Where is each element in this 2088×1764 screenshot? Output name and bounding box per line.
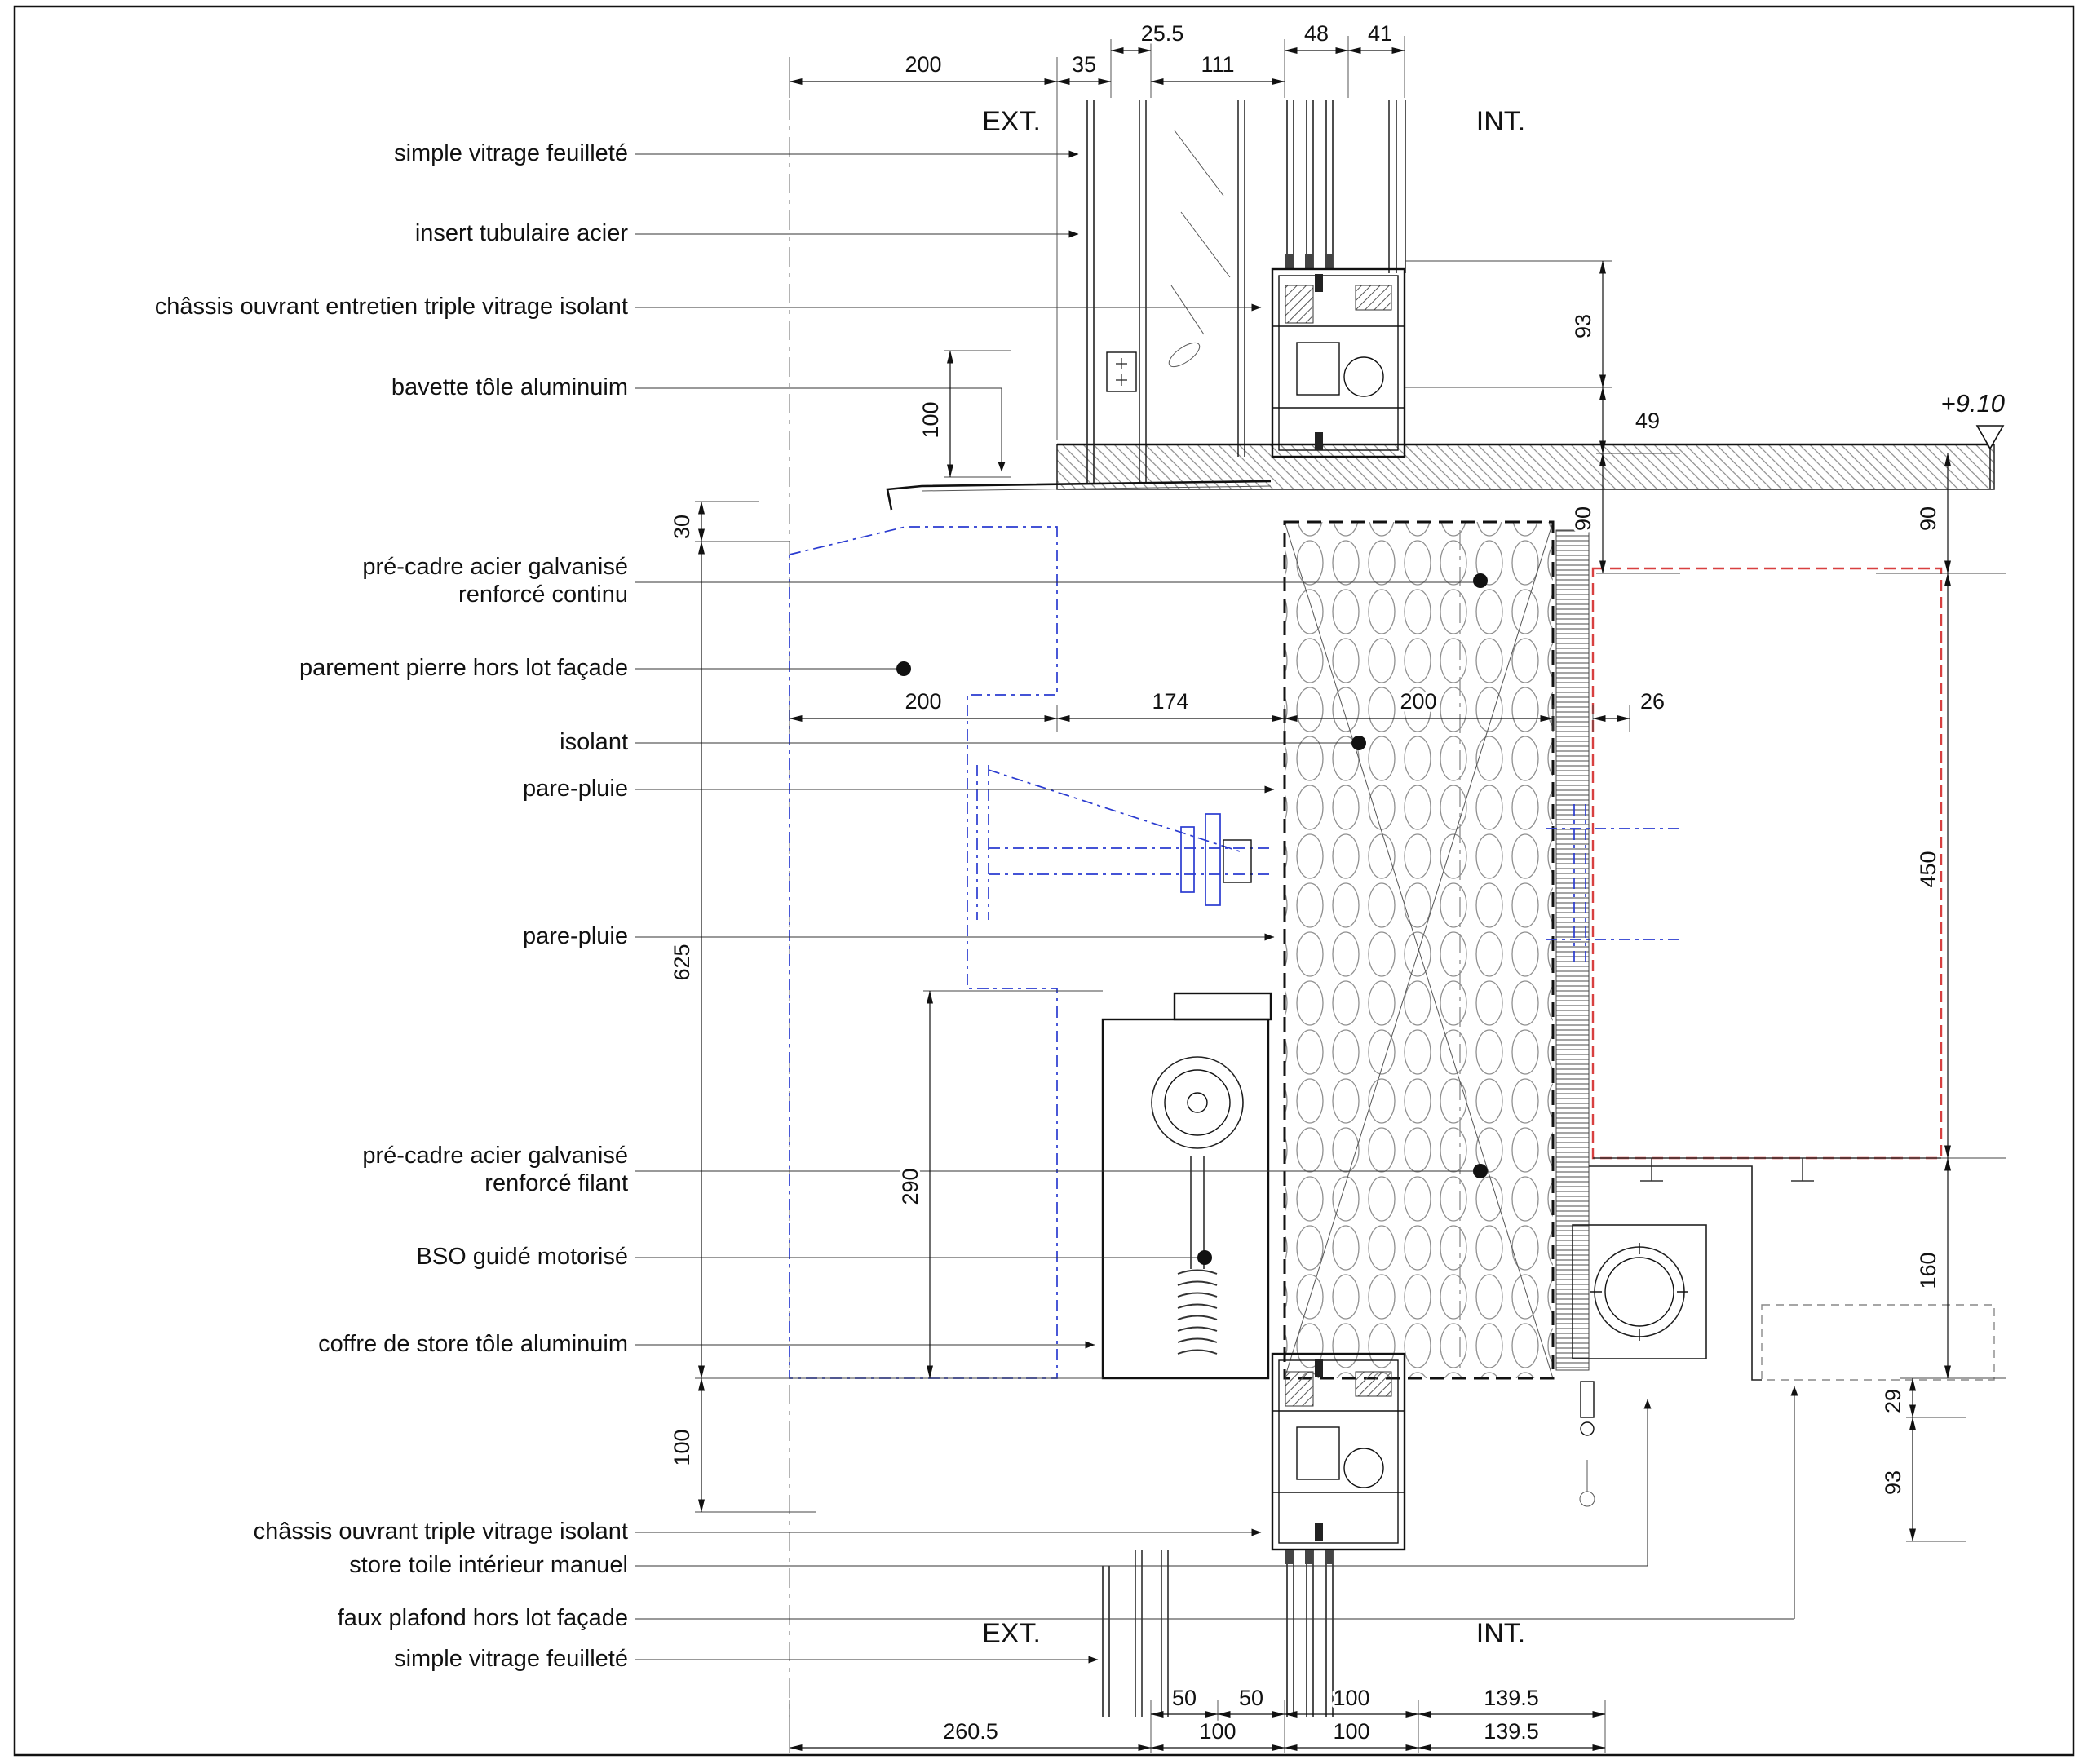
dim-right-90a: 90 (1571, 506, 1595, 531)
dim-top-111: 111 (1201, 52, 1234, 77)
dim-b2-100b: 100 (1333, 1719, 1369, 1744)
zone-ext-bottom: EXT. (982, 1618, 1041, 1649)
callout-bavette: bavette tôle aluminuim (391, 374, 628, 400)
dim-b2-100a: 100 (1199, 1719, 1236, 1744)
dim-mid-174: 174 (1152, 689, 1188, 714)
dim-b1-100: 100 (1333, 1686, 1369, 1710)
bso-slats (1177, 1269, 1218, 1355)
dim-top-48: 48 (1304, 21, 1329, 46)
zone-int-top: INT. (1476, 106, 1525, 137)
dimensions: 200 35 25.5 111 48 41 200 174 200 26 50 … (667, 19, 2006, 1753)
leader-dot (896, 661, 911, 676)
level-marker: +9.10 (1941, 389, 2005, 489)
precadre-brackets (976, 765, 1679, 962)
dim-right-90b: 90 (1916, 506, 1940, 531)
dim-b1-50b: 50 (1239, 1686, 1263, 1710)
callout-precadre-filant: pré-cadre acier galvanisé renforcé filan… (362, 1143, 628, 1196)
lower-window-assembly (1102, 1352, 1406, 1717)
callout-insert-tubulaire: insert tubulaire acier (414, 220, 628, 246)
dim-right-29: 29 (1881, 1389, 1905, 1413)
dim-left-290: 290 (898, 1168, 922, 1205)
dim-mid-200b: 200 (1400, 689, 1436, 714)
callout-simple-vitrage-top: simple vitrage feuilleté (394, 140, 628, 166)
steel-insert-box (1106, 351, 1137, 392)
dim-top-200: 200 (905, 52, 941, 77)
callout-parement-pierre: parement pierre hors lot façade (299, 655, 628, 681)
callout-store-toile: store toile intérieur manuel (349, 1552, 628, 1578)
dim-b1-50a: 50 (1172, 1686, 1197, 1710)
callout-precadre-continu: pré-cadre acier galvanisé renforcé conti… (362, 554, 628, 608)
callout-isolant: isolant (560, 729, 628, 755)
leader-lines (635, 150, 1798, 1664)
leader-dot (1197, 1250, 1212, 1265)
dim-left-30: 30 (670, 515, 694, 539)
dim-top-41: 41 (1368, 21, 1392, 46)
dim-b1-139-5: 139.5 (1484, 1686, 1539, 1710)
callout-coffre-store: coffre de store tôle aluminuim (318, 1331, 628, 1357)
insulation-block (1283, 520, 1555, 1380)
blind-box (1101, 992, 1272, 1380)
dim-right-49: 49 (1635, 409, 1660, 433)
interior-bulkhead (1572, 1165, 1995, 1507)
aluminium-flashing (886, 480, 1272, 511)
dim-top-25-5: 25.5 (1141, 21, 1184, 46)
callout-faux-plafond: faux plafond hors lot façade (337, 1605, 628, 1631)
dim-right-450: 450 (1916, 851, 1940, 887)
drawing-border (13, 5, 2075, 1757)
dim-right-93a: 93 (1571, 314, 1595, 338)
dim-mid-26: 26 (1640, 689, 1665, 714)
dim-mid-200a: 200 (905, 689, 941, 714)
callout-pare-pluie-1: pare-pluie (523, 776, 628, 802)
callout-pare-pluie-2: pare-pluie (523, 923, 628, 949)
dim-b2-260-5: 260.5 (943, 1719, 998, 1744)
callout-simple-vitrage-bot: simple vitrage feuilleté (394, 1646, 628, 1672)
leader-dot (1351, 736, 1366, 750)
stone-cladding-zone (789, 526, 1058, 1379)
callout-chassis-entretien: châssis ouvrant entretien triple vitrage… (154, 294, 628, 320)
upper-sash-frame (1271, 267, 1406, 458)
upper-window-assembly (1086, 100, 1406, 483)
dim-b2-139-5: 139.5 (1484, 1719, 1539, 1744)
zone-ext-top: EXT. (982, 106, 1041, 137)
leader-dot (1473, 1164, 1488, 1178)
lower-sash-frame (1271, 1352, 1406, 1551)
dim-top-35: 35 (1072, 52, 1096, 77)
triple-glazing-bottom (1285, 1550, 1334, 1717)
level-value: +9.10 (1941, 389, 2005, 418)
callout-bso: BSO guidé motorisé (416, 1244, 628, 1270)
dim-left-100a: 100 (918, 401, 943, 438)
dim-right-93b: 93 (1881, 1470, 1905, 1495)
leader-dot (1473, 573, 1488, 588)
dim-right-160: 160 (1916, 1252, 1940, 1289)
triple-glazing-top (1285, 100, 1334, 269)
callout-chassis-ouvrant: châssis ouvrant triple vitrage isolant (253, 1519, 628, 1545)
dim-left-100b: 100 (670, 1429, 694, 1466)
zone-int-bottom: INT. (1476, 1618, 1525, 1649)
existing-structure-red (1591, 567, 1943, 1182)
faux-plafond-outline (1761, 1304, 1995, 1381)
dim-left-625: 625 (670, 944, 694, 980)
